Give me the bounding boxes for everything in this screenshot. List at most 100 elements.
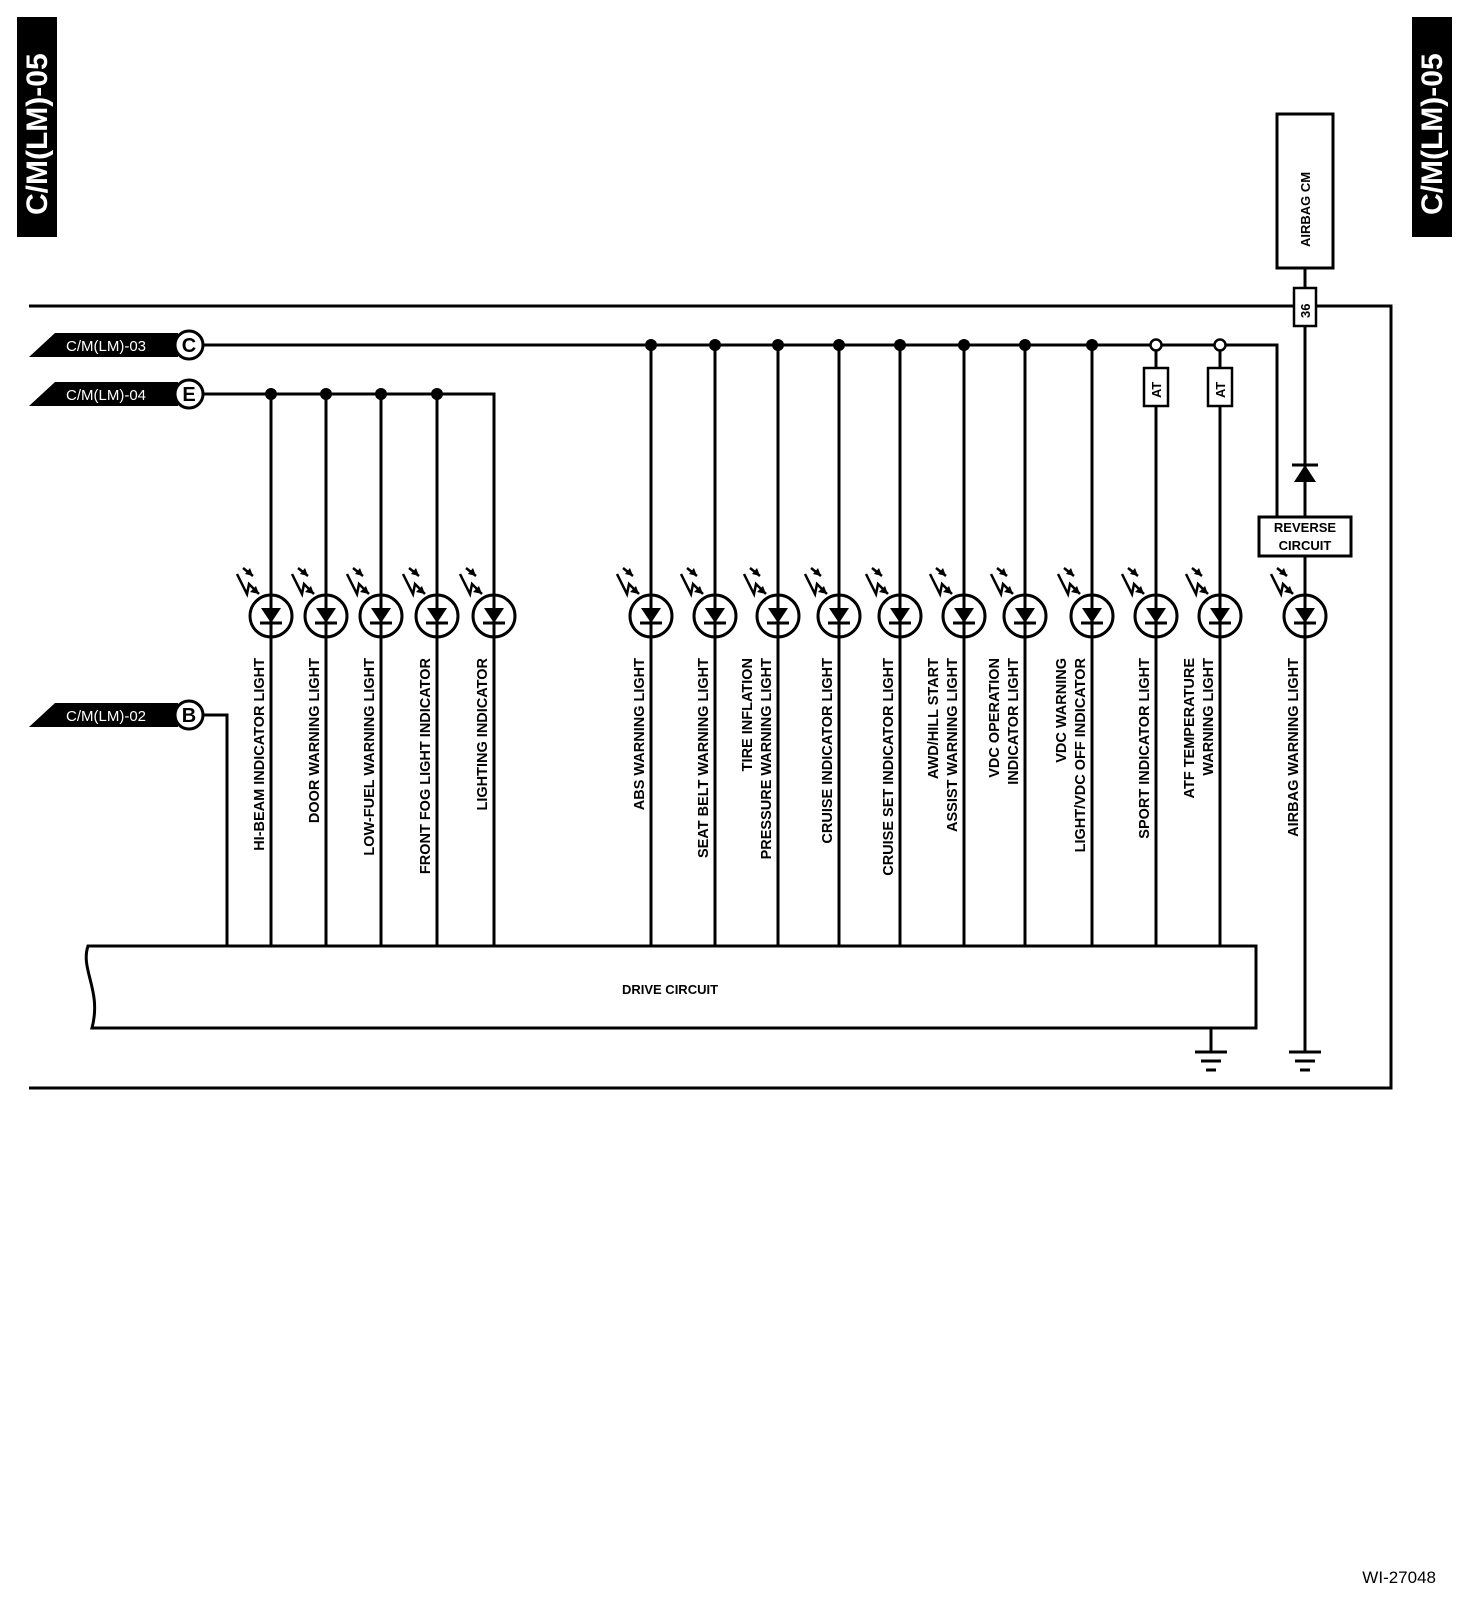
- indicator-light: CRUISE SET INDICATOR LIGHT: [864, 339, 923, 946]
- led-lamp-icon: [358, 593, 404, 639]
- light-label: SPORT INDICATOR LIGHT: [1137, 658, 1153, 839]
- light-emission-icon: [290, 567, 315, 598]
- light-label: FRONT FOG LIGHT INDICATOR: [418, 657, 434, 874]
- bus-c03-wire: [203, 343, 1279, 520]
- page-tab-right-text: C/M(LM)-05: [1416, 53, 1449, 215]
- light-emission-icon: [1056, 567, 1081, 598]
- led-lamp-icon: [941, 593, 987, 639]
- drive-circuit-label: DRIVE CIRCUIT: [622, 982, 718, 997]
- led-lamp-icon: [414, 593, 460, 639]
- reverse-circuit-line1: REVERSE: [1274, 520, 1336, 535]
- led-lamp-icon: [1069, 593, 1115, 639]
- light-label: WARNING LIGHT: [1201, 658, 1217, 776]
- light-emission-icon: [742, 567, 767, 598]
- page-tab-left-text: C/M(LM)-05: [21, 53, 54, 215]
- at-option-box: AT: [1142, 366, 1170, 408]
- open-junction: [1149, 338, 1163, 352]
- light-label: PRESSURE WARNING LIGHT: [759, 658, 775, 860]
- terminal-36: 36: [1292, 286, 1318, 328]
- light-emission-icon: [458, 567, 483, 598]
- connector-c04: C/M(LM)-04 E: [29, 378, 205, 410]
- junction-dot: [833, 339, 845, 351]
- led-lamp-icon: [877, 593, 923, 639]
- junction-dot: [320, 388, 332, 400]
- indicator-light: DOOR WARNING LIGHT: [290, 388, 349, 946]
- ground-icon: [1195, 1028, 1227, 1072]
- led-lamp-icon: [692, 593, 738, 639]
- led-lamp-icon: [1133, 593, 1179, 639]
- airbag-cm-box: AIRBAG CM: [1275, 112, 1335, 270]
- junction-dot: [894, 339, 906, 351]
- connector-c04-letter: E: [182, 384, 195, 406]
- page-tab-left: C/M(LM)-05: [17, 17, 57, 237]
- junction-dot: [1086, 339, 1098, 351]
- connector-c02-letter: B: [182, 705, 196, 727]
- module-boundary: [29, 304, 1393, 1090]
- light-label: CRUISE INDICATOR LIGHT: [820, 658, 836, 844]
- led-lamp-icon: [248, 593, 294, 639]
- connector-c03: C/M(LM)-03 C: [29, 329, 205, 361]
- light-emission-icon: [401, 567, 426, 598]
- indicator-light: LIGHTING INDICATOR: [458, 394, 517, 946]
- light-emission-icon: [235, 567, 260, 598]
- junction-dot: [431, 388, 443, 400]
- light-label: AIRBAG WARNING LIGHT: [1286, 658, 1302, 837]
- junction-dot: [375, 388, 387, 400]
- light-label: TIRE INFLATION: [740, 658, 756, 771]
- led-lamp-icon: [303, 593, 349, 639]
- light-label: VDC OPERATION: [987, 658, 1003, 778]
- drive-circuit-block: DRIVE CIRCUIT: [84, 944, 1258, 1030]
- connector-c03-label: C/M(LM)-03: [66, 338, 146, 355]
- light-label: ATF TEMPERATURE: [1182, 658, 1198, 799]
- at-option-label: AT: [1213, 382, 1228, 398]
- indicator-light: AT SPORT INDICATOR LIGHT: [1120, 338, 1179, 946]
- led-lamp-icon: [755, 593, 801, 639]
- page-tab-right: C/M(LM)-05: [1412, 17, 1452, 237]
- reverse-circuit-box: REVERSE CIRCUIT: [1257, 515, 1353, 558]
- indicator-light: ABS WARNING LIGHT: [615, 339, 674, 946]
- light-emission-icon: [1269, 567, 1294, 598]
- junction-dot: [709, 339, 721, 351]
- open-junction: [1213, 338, 1227, 352]
- light-label: VDC WARNING: [1054, 658, 1070, 763]
- connector-c02-label: C/M(LM)-02: [66, 708, 146, 725]
- indicator-light: SEAT BELT WARNING LIGHT: [679, 339, 738, 946]
- light-emission-icon: [1184, 567, 1209, 598]
- light-label: DOOR WARNING LIGHT: [307, 658, 323, 823]
- at-option-box: AT: [1206, 366, 1234, 408]
- light-label: ASSIST WARNING LIGHT: [945, 658, 961, 832]
- led-lamp-icon: [1282, 593, 1328, 639]
- connector-c04-label: C/M(LM)-04: [66, 387, 146, 404]
- light-emission-icon: [679, 567, 704, 598]
- light-emission-icon: [989, 567, 1014, 598]
- light-label: LIGHTING INDICATOR: [475, 657, 491, 810]
- indicator-light: CRUISE INDICATOR LIGHT: [803, 339, 862, 946]
- light-label: LIGHT/VDC OFF INDICATOR: [1073, 657, 1089, 852]
- indicator-light: LOW-FUEL WARNING LIGHT: [345, 388, 404, 946]
- led-lamp-icon: [816, 593, 862, 639]
- light-label: LOW-FUEL WARNING LIGHT: [362, 658, 378, 856]
- junction-dot: [1019, 339, 1031, 351]
- light-label: SEAT BELT WARNING LIGHT: [696, 658, 712, 858]
- junction-dot: [265, 388, 277, 400]
- indicator-light: AIRBAG WARNING LIGHT: [1269, 556, 1328, 1052]
- junction-dot: [958, 339, 970, 351]
- light-emission-icon: [803, 567, 828, 598]
- light-emission-icon: [864, 567, 889, 598]
- light-label: CRUISE SET INDICATOR LIGHT: [881, 658, 897, 876]
- airbag-cm-label: AIRBAG CM: [1298, 172, 1313, 247]
- indicator-light: FRONT FOG LIGHT INDICATOR: [401, 388, 460, 946]
- connector-c02: C/M(LM)-02 B: [29, 699, 205, 731]
- light-emission-icon: [615, 567, 640, 598]
- indicator-light: HI-BEAM INDICATOR LIGHT: [235, 388, 294, 946]
- led-lamp-icon: [1197, 593, 1243, 639]
- diode-icon: [1292, 463, 1318, 482]
- junction-dot: [645, 339, 657, 351]
- led-lamp-icon: [471, 593, 517, 639]
- junction-dot: [772, 339, 784, 351]
